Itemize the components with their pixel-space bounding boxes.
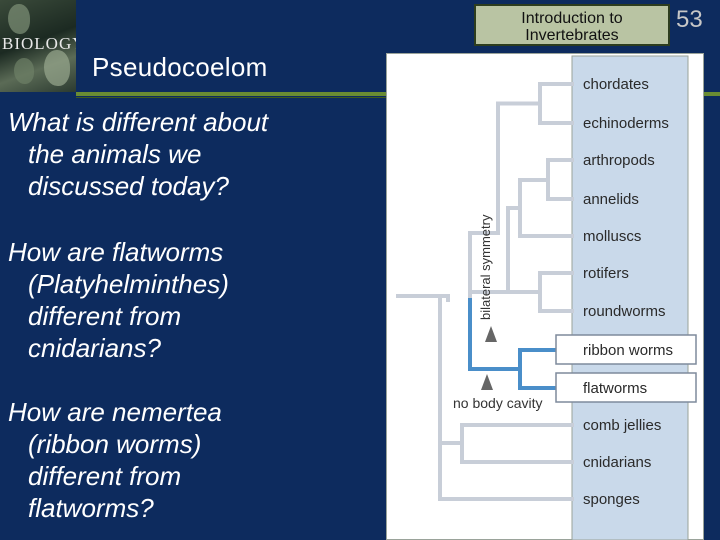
highlight-box xyxy=(555,372,697,403)
taxon-label: arthropods xyxy=(583,152,655,169)
topic-box: Introduction to Invertebrates xyxy=(474,4,670,46)
taxon-label: chordates xyxy=(583,76,649,93)
branch-rotifers-roundworms xyxy=(538,271,574,313)
no-body-cavity-arrow-icon xyxy=(481,374,493,390)
page-number: 53 xyxy=(676,6,703,33)
branch-deuterostome-stem xyxy=(468,101,542,235)
question-1-line: What is different about xyxy=(8,107,269,137)
highlight-boxes xyxy=(555,334,697,403)
no-body-cavity-label: no body cavity xyxy=(453,395,543,411)
book-title: BIOLOGY xyxy=(2,34,76,53)
topic-line-2: Invertebrates xyxy=(525,27,619,44)
bilateral-arrow-icon xyxy=(485,326,497,342)
taxon-label: comb jellies xyxy=(583,417,661,434)
question-2-line: different from xyxy=(28,301,182,331)
biology-book-cover: BIOLOGY xyxy=(0,0,76,92)
branch-protostome-clade xyxy=(506,206,542,294)
slide-title: Pseudocoelom xyxy=(92,52,268,82)
question-3: How are nemertea (ribbon worms) differen… xyxy=(8,396,222,524)
question-3-line: different from xyxy=(28,461,182,491)
question-3-line: (ribbon worms) xyxy=(28,429,202,459)
branch-sponges xyxy=(438,441,574,501)
branch-radiata xyxy=(460,423,574,464)
taxon-label: annelids xyxy=(583,191,639,208)
taxon-label: molluscs xyxy=(583,228,641,245)
question-1: What is different about the animals we d… xyxy=(8,106,268,202)
taxon-label: cnidarians xyxy=(583,454,651,471)
taxon-label: sponges xyxy=(583,491,640,508)
branch-highlighted-stem xyxy=(468,298,522,371)
branch-arthropods-annelids xyxy=(546,158,574,201)
taxon-label: roundworms xyxy=(583,303,666,320)
taxon-label: echinoderms xyxy=(583,115,669,132)
highlight-box xyxy=(555,334,697,365)
question-2-line: How are flatworms xyxy=(8,237,224,267)
taxa-band xyxy=(571,55,689,540)
question-1-line: discussed today? xyxy=(28,171,229,201)
tree-branches xyxy=(396,82,574,501)
bilateral-symmetry-label: bilateral symmetry xyxy=(478,214,493,320)
question-1-line: the animals we xyxy=(28,139,202,169)
branch-root xyxy=(396,294,450,445)
question-3-line: How are nemertea xyxy=(8,397,222,427)
taxon-label: flatworms xyxy=(583,380,647,397)
question-3-line: flatworms? xyxy=(28,493,154,523)
branch-ribbon-flatworms xyxy=(518,348,558,390)
topic-line-1: Introduction to xyxy=(521,10,623,27)
branch-deuterostomes xyxy=(538,82,574,125)
question-2: How are flatworms (Platyhelminthes) diff… xyxy=(8,236,229,364)
taxon-label: rotifers xyxy=(583,265,629,282)
question-2-line: cnidarians? xyxy=(28,333,161,363)
taxon-label: ribbon worms xyxy=(583,342,673,359)
question-2-line: (Platyhelminthes) xyxy=(28,269,229,299)
taxa-labels: chordates echinoderms arthropods annelids mo… xyxy=(583,76,673,508)
